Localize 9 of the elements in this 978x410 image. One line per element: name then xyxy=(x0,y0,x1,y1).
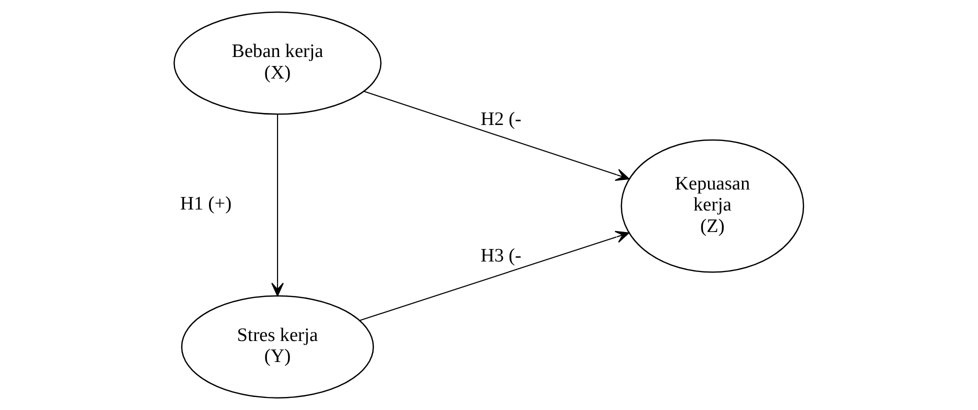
edge-label: H1 (+) xyxy=(180,194,232,215)
arrow xyxy=(360,230,630,321)
node-ellipse: Beban kerja (X) xyxy=(174,12,382,115)
arrow xyxy=(271,114,284,296)
arrow xyxy=(364,90,630,181)
node-ellipse: Kepuasan kerja (Z) xyxy=(620,139,804,273)
edge-label: H3 (- xyxy=(480,246,522,267)
node-ellipse: Stres kerja (Y) xyxy=(181,295,374,398)
edge-label: H2 (- xyxy=(480,108,522,130)
